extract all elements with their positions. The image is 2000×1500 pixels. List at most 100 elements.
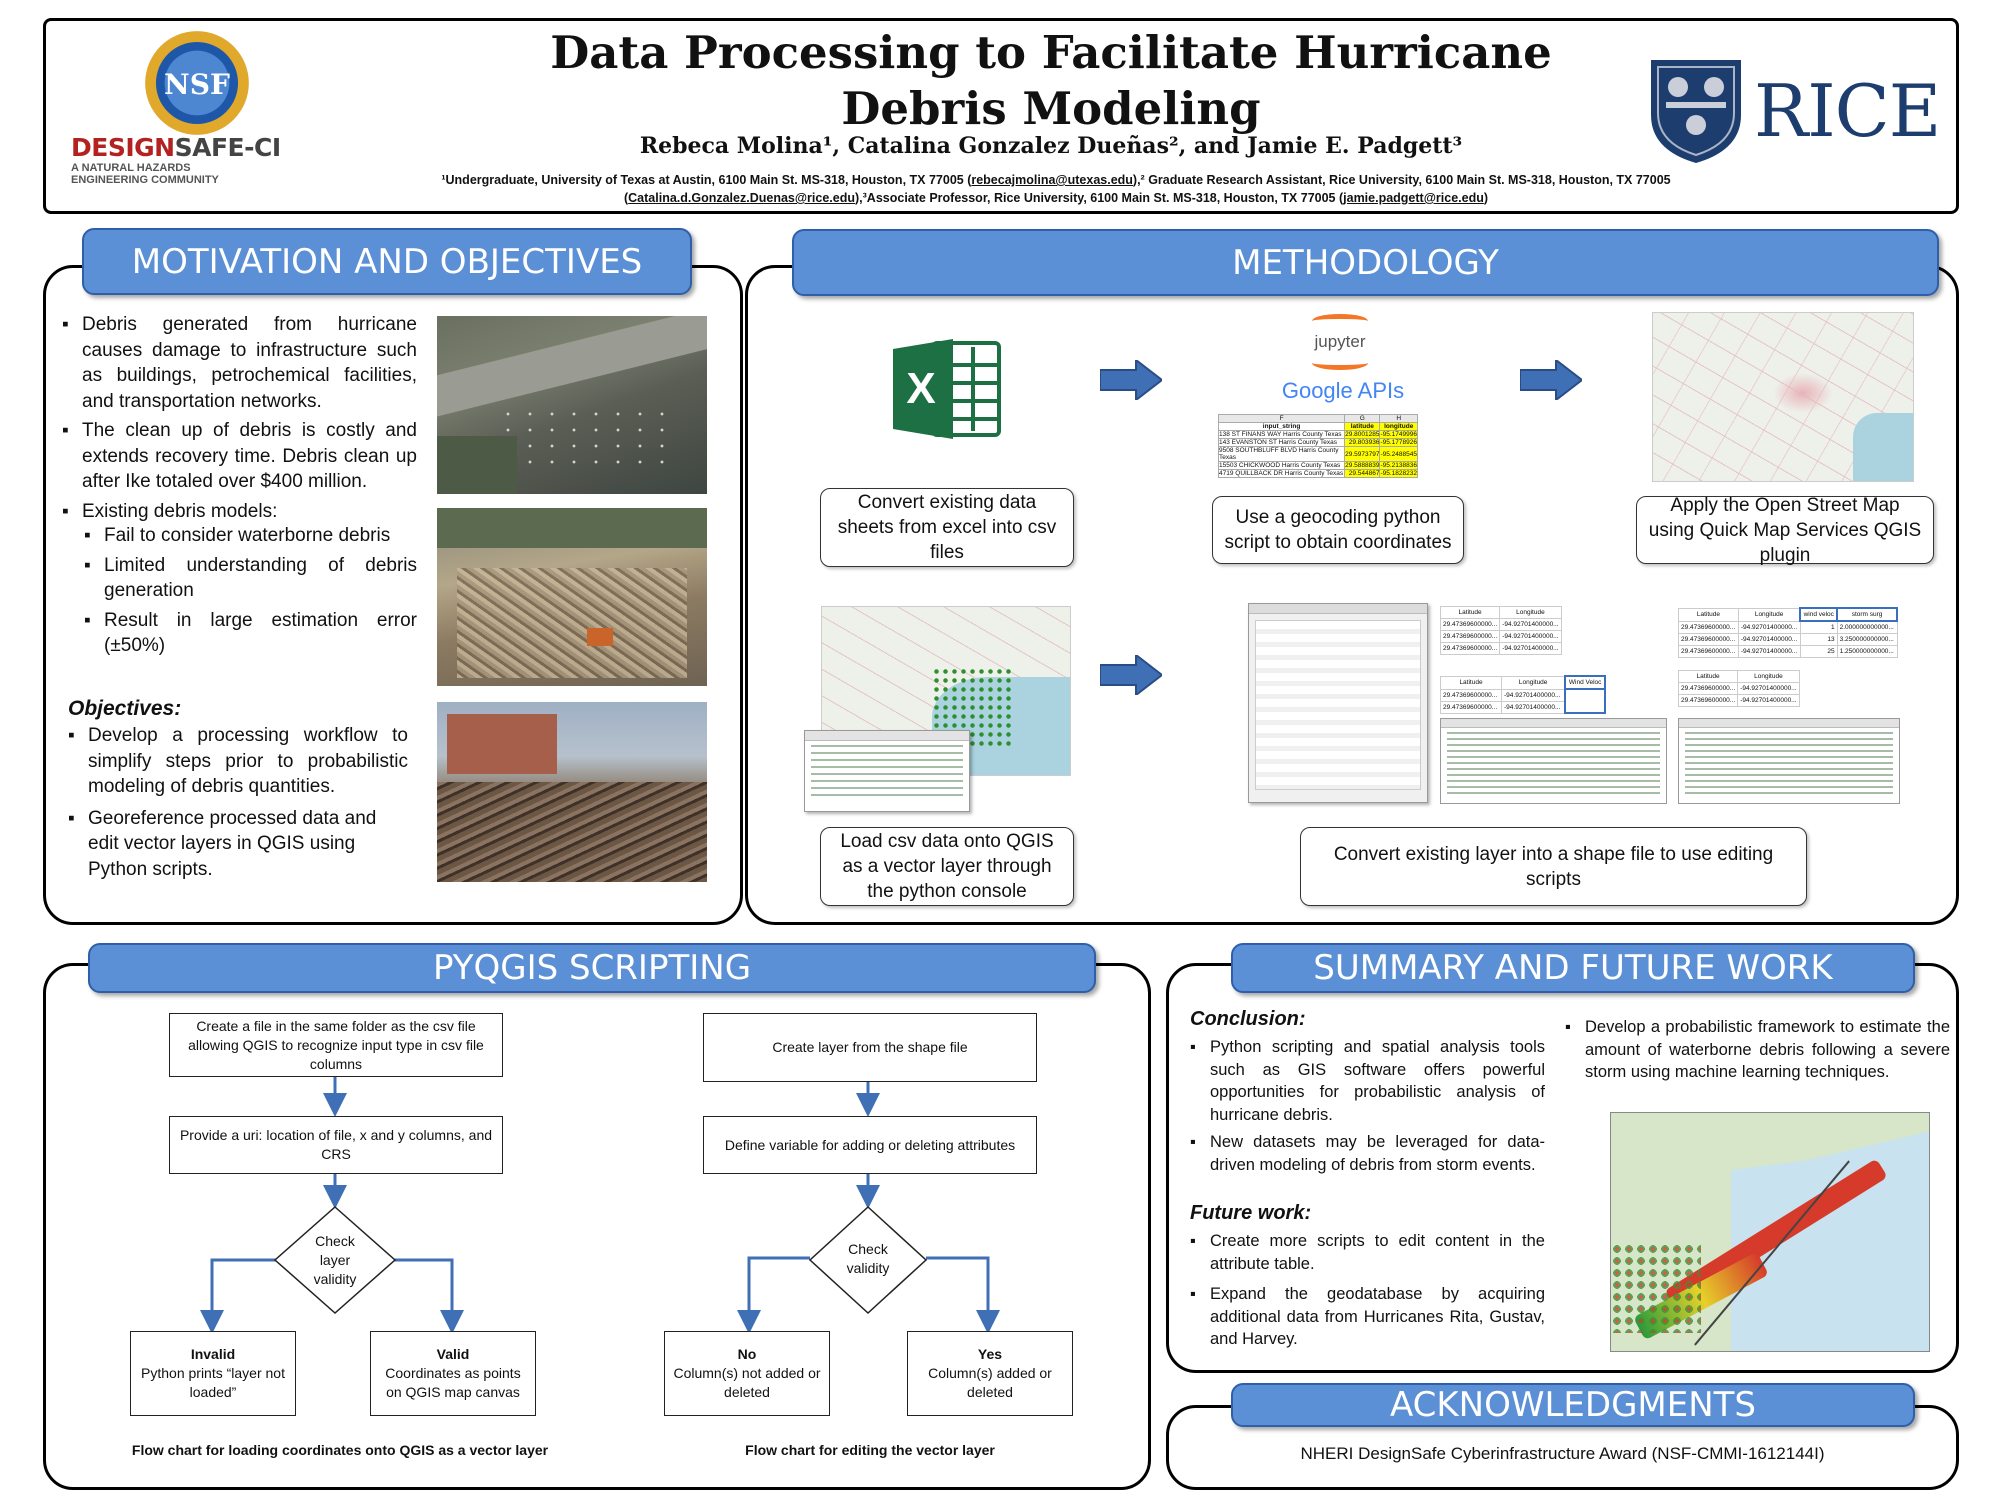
future-bullets: Create more scripts to edit content in t… [1190, 1230, 1545, 1351]
designsafe-name-a: DESIGN [71, 133, 175, 162]
right-flow-caption: Flow chart for editing the vector layer [745, 1442, 995, 1458]
attr1-c: -94.92701400000... [1499, 642, 1562, 655]
motivation-sub-bullet-1: Fail to consider waterborne debris [84, 523, 417, 549]
attr3-h: wind veloc [1799, 607, 1839, 622]
acknowledgments-text: NHERI DesignSafe Cyberinfrastructure Awa… [1300, 1444, 1825, 1463]
code-editor-image-2 [1678, 718, 1900, 804]
motivation-bullet-2: The clean up of debris is costly and ext… [62, 418, 417, 495]
affil-email1[interactable]: rebecajmolina@utexas.edu [971, 173, 1133, 187]
attr3-h: Latitude [1678, 607, 1739, 622]
jupyter-logo: jupyter [1300, 312, 1380, 376]
pyqgis-heading: PYQGIS SCRIPTING [88, 943, 1096, 993]
objective-2: Georeference processed data and edit vec… [68, 806, 408, 883]
affil-line2b: ) [1483, 191, 1489, 205]
objective-1: Develop a processing workflow to simplif… [68, 723, 408, 800]
future-2: Expand the geodatabase by acquiring addi… [1190, 1283, 1545, 1351]
attr3-c: -94.92701400000... [1737, 645, 1801, 658]
right-flow-step-2: Define variable for adding or deleting a… [703, 1116, 1037, 1174]
rice-logo: RICE [1646, 55, 1941, 165]
photo-debris-beach [437, 702, 707, 882]
method-step-2: Use a geocoding python script to obtain … [1212, 496, 1464, 564]
designsafe-tag1: A NATURAL HAZARDS [71, 162, 191, 174]
conclusion-2: New datasets may be leveraged for data-d… [1190, 1131, 1545, 1176]
geo-cell: -95.2488545 [1379, 446, 1418, 462]
photo-debris-pile [437, 508, 707, 686]
left-decision-diamond [273, 1205, 397, 1315]
nsf-logo-text: NSF [164, 68, 230, 101]
valid-text: Coordinates as points on QGIS map canvas [385, 1365, 521, 1400]
yes-text: Column(s) added or deleted [928, 1365, 1052, 1400]
motivation-bullets: Debris generated from hurricane causes d… [62, 312, 417, 528]
conclusion-bullets: Python scripting and spatial analysis to… [1190, 1036, 1545, 1176]
left-flow-caption: Flow chart for loading coordinates onto … [131, 1442, 549, 1458]
yes-title: Yes [977, 1346, 1003, 1362]
attr2-h: Wind Veloc [1564, 675, 1606, 690]
attr4-c: -94.92701400000... [1737, 694, 1800, 707]
motivation-bullet-3: Existing debris models: [62, 499, 417, 525]
right-no-box: No Column(s) not added or deleted [664, 1331, 830, 1416]
acknowledgments-heading: ACKNOWLEDGMENTS [1231, 1383, 1915, 1427]
objectives-label: Objectives: [68, 697, 182, 720]
left-valid-box: Valid Coordinates as points on QGIS map … [370, 1331, 536, 1416]
no-title: No [737, 1346, 757, 1362]
right-yes-box: Yes Column(s) added or deleted [907, 1331, 1073, 1416]
arrow-right-icon-1 [1100, 360, 1162, 400]
geo-cell: 29.544867 [1344, 469, 1381, 478]
no-text: Column(s) not added or deleted [673, 1365, 821, 1400]
geocode-table: F G H input_string latitude longitude 13… [1217, 414, 1418, 478]
summary-right-bullet-1: Develop a probabilistic framework to est… [1565, 1016, 1950, 1084]
affil-email2[interactable]: Catalina.d.Gonzalez.Duenas@rice.edu [628, 191, 855, 205]
affil-email3[interactable]: jamie.padgett@rice.edu [1343, 191, 1484, 205]
motivation-heading: MOTIVATION AND OBJECTIVES [82, 228, 692, 295]
arrow-right-icon-2 [1520, 360, 1582, 400]
summary-right-bullets: Develop a probabilistic framework to est… [1565, 1016, 1950, 1084]
attr3-h: storm surg [1836, 607, 1898, 622]
left-flow-step-2: Provide a uri: location of file, x and y… [169, 1116, 503, 1174]
code-editor-image-1 [1440, 718, 1667, 804]
methodology-heading: METHODOLOGY [792, 229, 1939, 296]
invalid-text: Python prints “layer not loaded” [141, 1365, 285, 1400]
poster-header: NSF DESIGNSAFE-CI A NATURAL HAZARDS ENGI… [43, 18, 1959, 214]
poster-authors: Rebeca Molina¹, Catalina Gonzalez Dueñas… [639, 133, 1463, 159]
motivation-sub-bullet-2: Limited understanding of debris generati… [84, 553, 417, 604]
attr2-c: -94.92701400000... [1501, 700, 1566, 714]
valid-title: Valid [436, 1346, 470, 1362]
qgis-save-dialog-image [1248, 603, 1428, 803]
summary-heading: SUMMARY AND FUTURE WORK [1231, 943, 1915, 993]
osm-map-image [1652, 312, 1914, 482]
poster-affiliations: ¹Undergraduate, University of Texas at A… [441, 173, 1671, 205]
designsafe-tag2: ENGINEERING COMMUNITY [71, 174, 219, 186]
right-decision-diamond [808, 1205, 928, 1315]
geo-cell: -95.1828232 [1379, 469, 1418, 478]
affil-line1: ¹Undergraduate, University of Texas at A… [441, 173, 972, 187]
attr2-c: 29.47369600000... [1439, 700, 1503, 714]
method-step-4: Load csv data onto QGIS as a vector laye… [820, 827, 1074, 906]
method-step-3: Apply the Open Street Map using Quick Ma… [1636, 495, 1934, 566]
python-console-image [804, 730, 970, 812]
google-apis-logo: Google APIs [1281, 378, 1405, 403]
right-flow-step-1: Create layer from the shape file [703, 1013, 1037, 1082]
poster-title: Data Processing to Facilitate Hurricane … [550, 26, 1552, 135]
designsafe-logo: DESIGNSAFE-CI A NATURAL HAZARDS ENGINEER… [71, 133, 291, 186]
jupyter-label: jupyter [1314, 332, 1366, 351]
attr4-c: 29.47369600000... [1677, 694, 1739, 707]
affil-line2: ),³Associate Professor, Rice University,… [855, 191, 1344, 205]
nsf-logo: NSF [145, 31, 249, 135]
attr3-c: 1.250000000000... [1836, 645, 1898, 658]
objectives-bullets: Develop a processing workflow to simplif… [68, 723, 408, 882]
left-invalid-box: Invalid Python prints “layer not loaded” [130, 1331, 296, 1416]
galveston-debris-map [1610, 1112, 1930, 1352]
method-step-5: Convert existing layer into a shape file… [1300, 827, 1807, 906]
conclusion-1: Python scripting and spatial analysis to… [1190, 1036, 1545, 1126]
right-decision-label: Check validity [846, 1241, 890, 1276]
motivation-bullet-1: Debris generated from hurricane causes d… [62, 312, 417, 414]
method-step-1: Convert existing data sheets from excel … [820, 488, 1074, 567]
left-flow-step-1: Create a file in the same folder as the … [169, 1013, 503, 1077]
future-1: Create more scripts to edit content in t… [1190, 1230, 1545, 1275]
future-label: Future work: [1190, 1202, 1312, 1224]
